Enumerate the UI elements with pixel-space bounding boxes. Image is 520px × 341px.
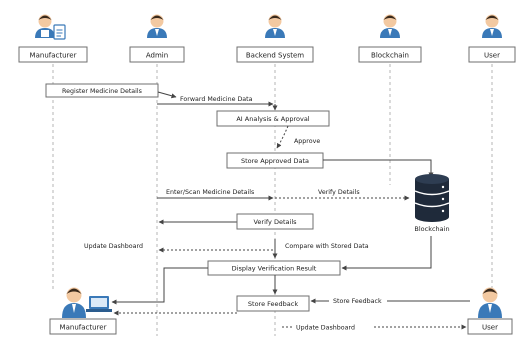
laptop-icon xyxy=(86,296,112,312)
actor-box-manufacturer-bottom xyxy=(49,318,117,335)
store-feedback-box xyxy=(236,295,310,312)
register-arrow xyxy=(157,91,177,99)
actor-manufacturer-bottom: Manufacturer xyxy=(49,287,117,335)
actor-box-blockchain xyxy=(358,46,422,63)
actor-user-bottom: User xyxy=(467,287,513,335)
actor-box-admin xyxy=(129,46,185,63)
actor-box-user xyxy=(468,46,516,63)
verify-arrow-label: Verify Details xyxy=(318,189,360,196)
verify-box xyxy=(236,213,314,230)
approve-label: Approve xyxy=(294,138,320,145)
enter-scan-label: Enter/Scan Medicine Details xyxy=(166,189,254,196)
database-icon xyxy=(414,174,450,222)
forward-label: Forward Medicine Data xyxy=(180,96,253,103)
database-label: Blockchain xyxy=(414,225,449,233)
compare-label: Compare with Stored Data xyxy=(285,243,369,250)
update-dashboard-user-label: Update Dashboard xyxy=(296,325,355,332)
lifelines xyxy=(52,64,493,336)
actor-user: User xyxy=(468,14,516,63)
store-feedback-arrow-label: Store Feedback xyxy=(333,298,382,305)
actor-box-backend xyxy=(236,46,314,63)
actor-box-user-bottom xyxy=(467,318,513,335)
person-icon xyxy=(35,14,55,38)
approve-arrow xyxy=(276,125,289,149)
actor-label-admin: Admin xyxy=(146,52,168,60)
store-feedback-box-label: Store Feedback xyxy=(248,300,298,308)
person-icon xyxy=(265,14,285,38)
actor-label-blockchain: Blockchain xyxy=(371,52,409,60)
register-label: Register Medicine Details xyxy=(62,88,142,95)
actor-blockchain: Blockchain xyxy=(358,14,422,63)
result-to-manufacturer-arrow xyxy=(111,267,208,305)
blockchain-result-arrow xyxy=(341,236,432,271)
store-feedback-label-bg xyxy=(329,296,387,305)
actor-manufacturer: Manufacturer xyxy=(18,14,88,63)
person-icon xyxy=(380,14,400,38)
person-icon xyxy=(62,287,86,318)
actor-admin: Admin xyxy=(129,14,185,63)
register-box xyxy=(45,83,159,98)
update-dashboard-admin-label: Update Dashboard xyxy=(84,243,143,250)
update-dashboard-user-label-bg xyxy=(293,322,373,331)
store-to-blockchain-arrow xyxy=(323,159,434,178)
clipboard-icon xyxy=(53,24,66,40)
person-icon xyxy=(147,14,167,38)
ai-analysis-box xyxy=(216,110,330,127)
person-icon xyxy=(478,287,502,318)
actor-label-backend: Backend System xyxy=(246,52,304,60)
actor-label-manufacturer: Manufacturer xyxy=(30,52,77,60)
actor-label-user-bottom: User xyxy=(482,324,498,332)
display-result-label: Display Verification Result xyxy=(232,265,317,273)
actor-backend: Backend System xyxy=(236,14,314,63)
ai-analysis-label: AI Analysis & Approval xyxy=(236,115,309,123)
actor-label-manufacturer-bottom: Manufacturer xyxy=(60,324,107,332)
person-icon xyxy=(482,14,502,38)
verify-box-label: Verify Details xyxy=(253,218,297,226)
store-approved-label: Store Approved Data xyxy=(241,157,309,165)
actor-label-user: User xyxy=(484,52,500,60)
actor-box-manufacturer xyxy=(18,46,88,63)
